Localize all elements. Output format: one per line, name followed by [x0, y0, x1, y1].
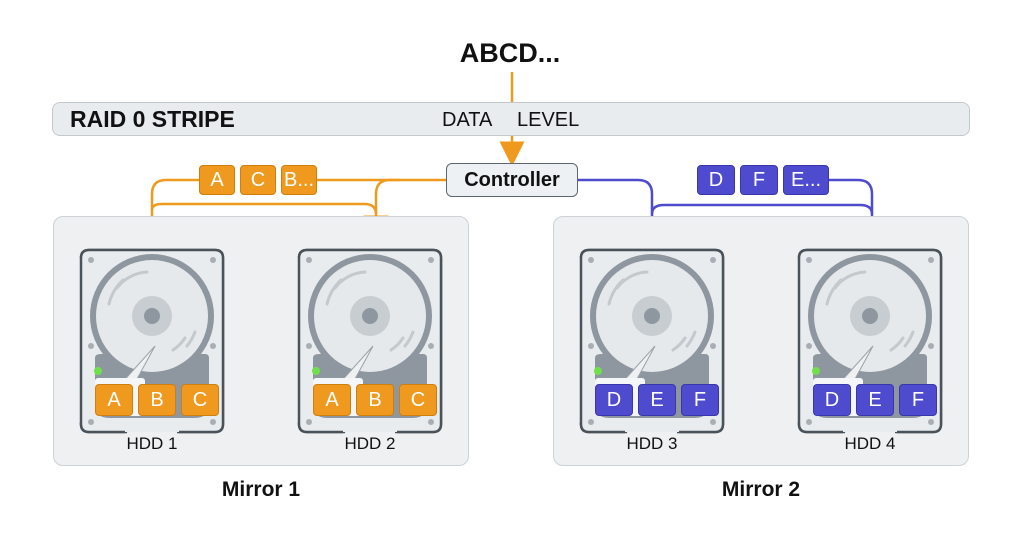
stripe-chip: E...: [783, 165, 829, 195]
stripe-chip: C: [240, 165, 276, 195]
drive-label: HDD 2: [344, 434, 396, 453]
data-block: E: [638, 384, 676, 416]
stripe-chip: F: [740, 165, 778, 195]
level-label: LEVEL: [517, 109, 580, 131]
data-block: D: [813, 384, 851, 416]
mirror1-stripe-line-left: [139, 178, 200, 247]
data-block: C: [399, 384, 437, 416]
mirror2-stripe-line: [578, 178, 665, 247]
data-block: B: [356, 384, 394, 416]
data-block: E: [856, 384, 894, 416]
mirror-1-label: Mirror 1: [221, 478, 301, 501]
raid0-stripe-title: RAID 0 STRIPE: [70, 106, 235, 132]
mirror-2-label: Mirror 2: [721, 478, 801, 501]
input-data-label: ABCD...: [459, 38, 561, 68]
raid-controller: Controller: [446, 163, 578, 197]
data-block: C: [181, 384, 219, 416]
stripe-chip: A: [199, 165, 235, 195]
stripe-chip: D: [697, 165, 735, 195]
stripe-chip: B...: [281, 165, 317, 195]
mirror1-crossbar: [150, 202, 378, 215]
mirror2-stripe-line-right: [826, 178, 885, 247]
drive-label: HDD 4: [844, 434, 896, 453]
data-block: D: [595, 384, 633, 416]
data-block: F: [681, 384, 719, 416]
data-block: A: [95, 384, 133, 416]
drive-label: HDD 3: [626, 434, 678, 453]
controller-label: Controller: [464, 168, 560, 191]
data-block: A: [313, 384, 351, 416]
data-block: B: [138, 384, 176, 416]
drive-label: HDD 1: [126, 434, 178, 453]
raid0-level-bar: [52, 102, 970, 136]
data-block: F: [899, 384, 937, 416]
data-label: DATA: [442, 109, 493, 131]
mirror2-crossbar: [650, 203, 874, 215]
